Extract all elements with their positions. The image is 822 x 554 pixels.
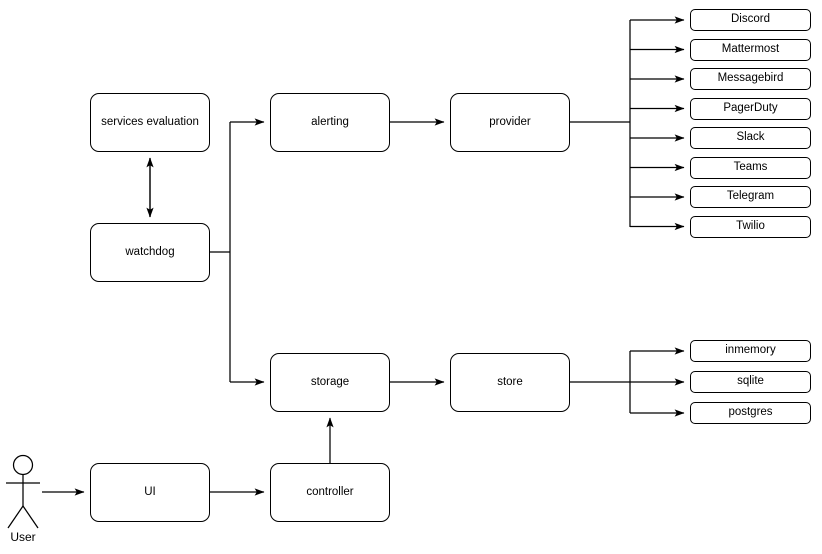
node-provider-slack[interactable]: Slack xyxy=(690,127,811,149)
node-provider-mattermost-label: Mattermost xyxy=(721,42,780,55)
node-services-evaluation[interactable]: services evaluation xyxy=(90,93,210,152)
node-provider-discord[interactable]: Discord xyxy=(690,9,811,31)
node-store-label: store xyxy=(497,375,523,388)
node-provider-label: provider xyxy=(489,115,531,128)
node-provider-discord-label: Discord xyxy=(731,13,770,26)
node-provider-messagebird[interactable]: Messagebird xyxy=(690,68,811,90)
user-actor-label: User xyxy=(10,530,36,544)
node-alerting-label: alerting xyxy=(311,115,349,128)
node-ui-label: UI xyxy=(144,485,156,498)
node-store-postgres-label: postgres xyxy=(728,406,773,419)
node-controller[interactable]: controller xyxy=(270,463,390,522)
node-storage-label: storage xyxy=(310,375,350,388)
node-watchdog[interactable]: watchdog xyxy=(90,223,210,282)
node-provider-pagerduty[interactable]: PagerDuty xyxy=(690,97,811,120)
node-provider-mattermost[interactable]: Mattermost xyxy=(690,38,811,61)
node-store-inmemory[interactable]: inmemory xyxy=(690,340,811,362)
node-storage[interactable]: storage xyxy=(270,353,390,412)
node-services-evaluation-label: services evaluation xyxy=(101,115,199,128)
user-actor-figure xyxy=(6,454,40,529)
node-ui[interactable]: UI xyxy=(90,463,210,522)
node-provider-slack-label: Slack xyxy=(736,131,765,144)
node-store-sqlite[interactable]: sqlite xyxy=(690,371,811,393)
node-provider[interactable]: provider xyxy=(450,93,570,152)
node-alerting[interactable]: alerting xyxy=(270,93,390,152)
node-store[interactable]: store xyxy=(450,353,570,412)
node-provider-twilio-label: Twilio xyxy=(736,219,765,232)
node-provider-pagerduty-label: PagerDuty xyxy=(723,101,778,114)
node-provider-messagebird-label: Messagebird xyxy=(717,72,784,85)
node-provider-teams-label: Teams xyxy=(733,160,768,173)
node-provider-telegram-label: Telegram xyxy=(726,190,775,203)
node-store-inmemory-label: inmemory xyxy=(725,344,776,357)
node-provider-twilio[interactable]: Twilio xyxy=(690,215,811,238)
node-provider-telegram[interactable]: Telegram xyxy=(690,186,811,208)
node-watchdog-label: watchdog xyxy=(125,245,175,258)
node-provider-teams[interactable]: Teams xyxy=(690,156,811,179)
node-controller-label: controller xyxy=(306,485,354,498)
node-store-postgres[interactable]: postgres xyxy=(690,402,811,424)
node-store-sqlite-label: sqlite xyxy=(737,375,764,388)
